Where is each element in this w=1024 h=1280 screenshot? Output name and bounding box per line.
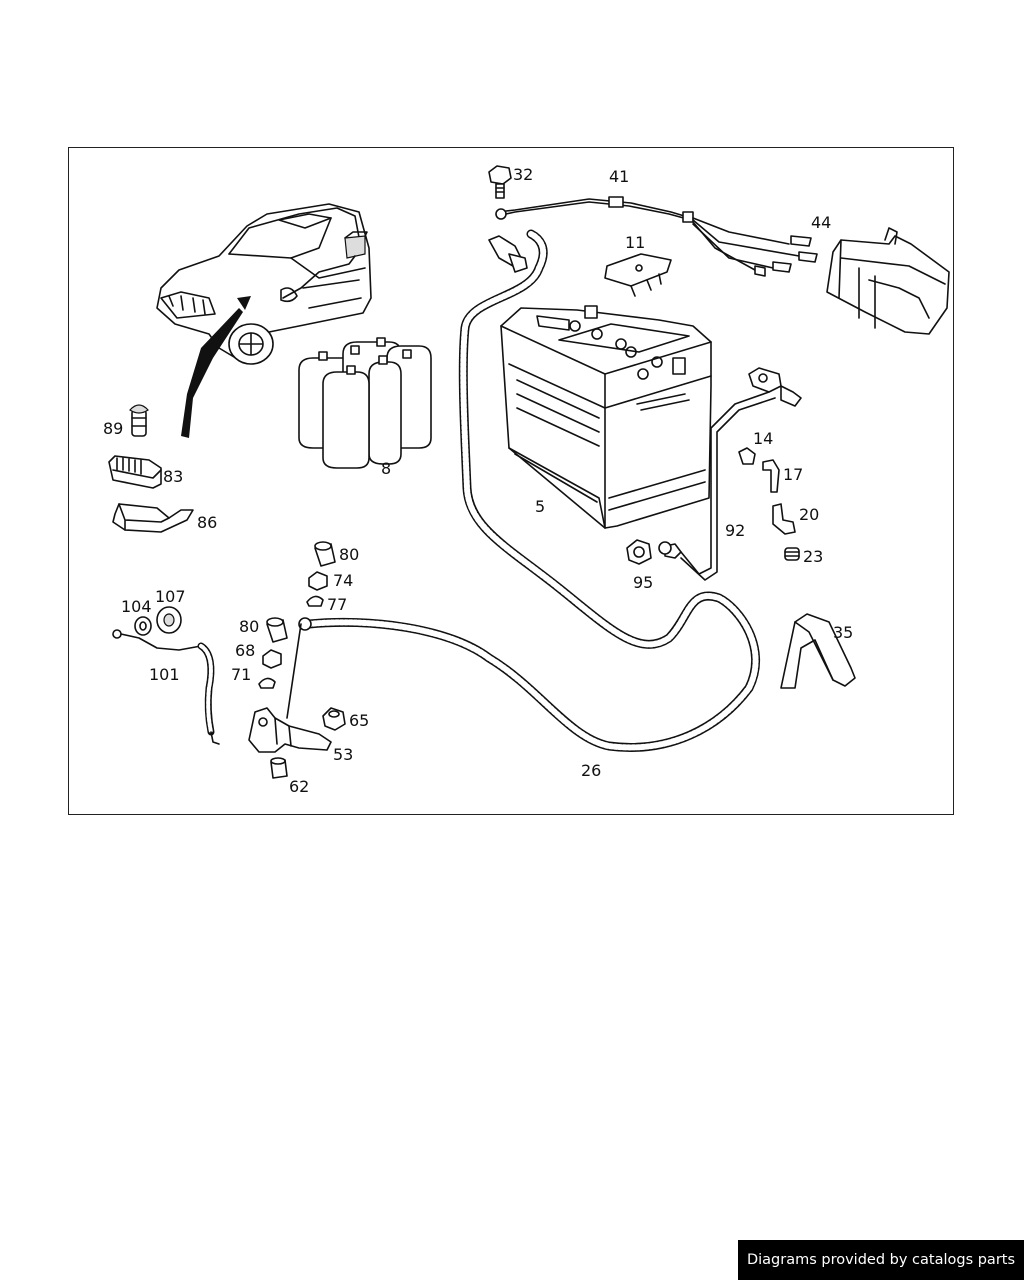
parts-diagram: 32 41 44 11 89 83 86 8 5 14 17 20 23 92 …: [103, 165, 950, 796]
label-8: 8: [381, 459, 391, 478]
label-32: 32: [513, 165, 533, 184]
label-77: 77: [327, 595, 347, 614]
label-86: 86: [197, 513, 217, 532]
label-83: 83: [163, 467, 183, 486]
label-104: 104: [121, 597, 152, 616]
part-8-cells: [298, 337, 432, 469]
label-20: 20: [799, 505, 819, 524]
label-11: 11: [625, 233, 645, 252]
part-101-ground-strap: [112, 629, 220, 745]
label-44: 44: [811, 213, 831, 232]
label-35: 35: [833, 623, 853, 642]
label-62: 62: [289, 777, 309, 796]
label-68: 68: [235, 641, 255, 660]
label-101: 101: [149, 665, 180, 684]
part-107-grommet: [156, 606, 182, 634]
label-53: 53: [333, 745, 353, 764]
part-11-bracket: [604, 253, 672, 297]
label-80-top: 80: [339, 545, 359, 564]
part-80-sleeve-top: [314, 541, 336, 567]
label-95: 95: [633, 573, 653, 592]
label-26: 26: [581, 761, 601, 780]
part-35-clamp: [780, 613, 856, 689]
label-41: 41: [609, 167, 629, 186]
part-104-washer: [134, 616, 152, 636]
part-23-cap: [784, 547, 800, 561]
part-65-nut: [322, 707, 346, 731]
part-14-plug: [738, 447, 756, 465]
diagram-frame: 32 41 44 11 89 83 86 8 5 14 17 20 23 92 …: [68, 147, 954, 815]
label-107: 107: [155, 587, 186, 606]
label-17: 17: [783, 465, 803, 484]
label-89: 89: [103, 419, 123, 438]
part-86-holder: [112, 503, 194, 533]
part-41-harness: [495, 196, 800, 271]
label-23: 23: [803, 547, 823, 566]
label-74: 74: [333, 571, 353, 590]
part-71-clip: [258, 677, 276, 689]
part-62-sleeve: [270, 757, 288, 779]
part-95-nut: [626, 539, 652, 565]
part-20-hose: [772, 503, 796, 535]
part-89-fuse: [129, 404, 149, 437]
label-80-bottom: 80: [239, 617, 259, 636]
part-labels: 32 41 44 11 89 83 86 8 5 14 17 20 23 92 …: [103, 165, 853, 796]
part-77-clip: [306, 595, 324, 607]
part-92-cable: [658, 367, 802, 581]
car-illustration: [156, 203, 372, 438]
fuse-box: [826, 227, 950, 335]
part-17-elbow: [762, 459, 780, 493]
part-32-bolt: [488, 165, 512, 199]
part-26-cable: [298, 229, 760, 752]
part-74-nut: [308, 571, 328, 591]
part-44-connectors: [754, 235, 818, 277]
part-53-bracket: [248, 623, 332, 753]
part-5-battery: [500, 305, 712, 529]
label-5: 5: [535, 497, 545, 516]
watermark-text: Diagrams provided by catalogs parts: [746, 1252, 1016, 1268]
part-80-sleeve-bottom: [266, 617, 288, 643]
part-83-fuse-block: [108, 455, 162, 489]
watermark-banner: Diagrams provided by catalogs parts: [738, 1240, 1024, 1280]
label-92: 92: [725, 521, 745, 540]
part-68-nut: [262, 649, 282, 669]
label-65: 65: [349, 711, 369, 730]
label-71: 71: [231, 665, 251, 684]
label-14: 14: [753, 429, 773, 448]
